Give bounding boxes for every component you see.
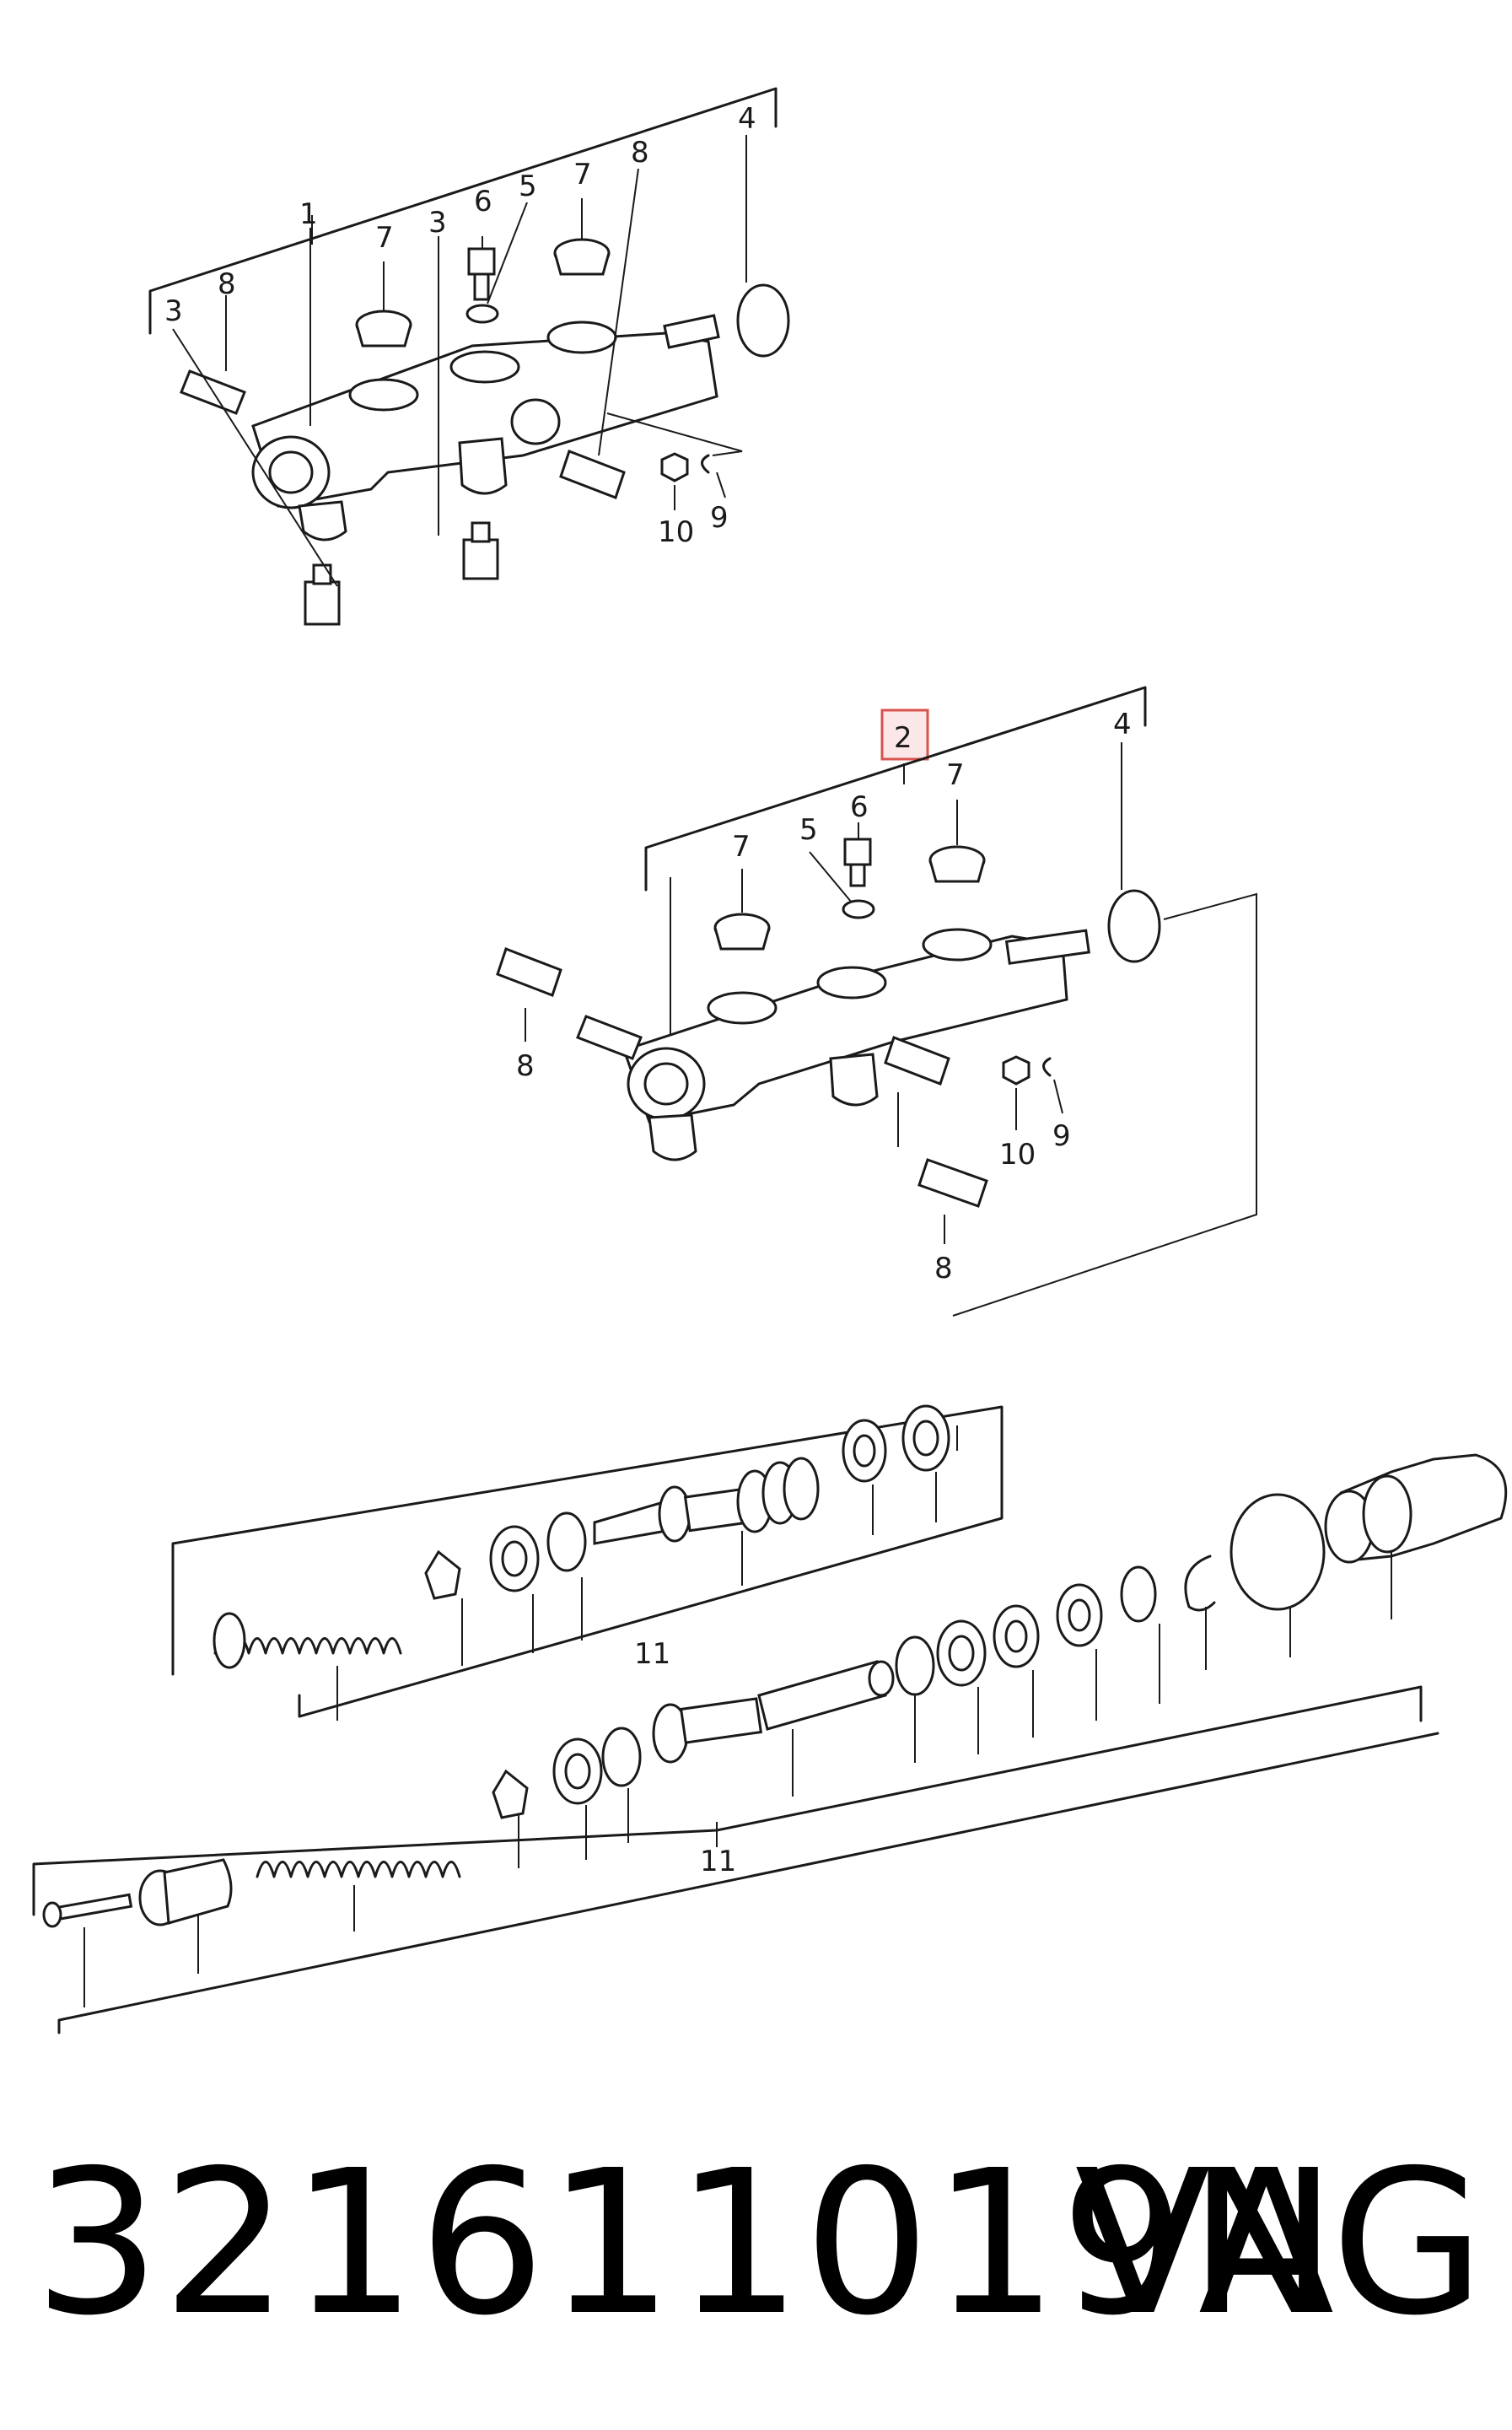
brand-label: VAG	[1074, 2127, 1485, 2359]
callout-7-mid-left: 7	[732, 830, 751, 864]
callout-8-mid-left: 8	[516, 1049, 535, 1083]
callout-6-mid: 6	[850, 790, 869, 824]
kit-bracket-upper	[171, 1405, 1004, 1718]
callout-8-right: 8	[631, 136, 649, 170]
seal-ring-a	[842, 1419, 887, 1483]
callout-9-mid: 9	[1052, 1119, 1071, 1153]
spring-lower	[256, 1861, 461, 1878]
callout-4-mid: 4	[1113, 708, 1132, 741]
spring-clip	[701, 454, 710, 474]
callout-1: 1	[299, 197, 318, 231]
brake-light-switch-right-2	[884, 1036, 950, 1086]
callout-6: 6	[474, 185, 492, 218]
primary-cup	[489, 1525, 540, 1592]
callout-9: 9	[710, 501, 729, 535]
middle-assembly: 2	[496, 686, 1257, 1317]
repair-kit-upper: 11	[171, 1404, 1004, 1721]
top-assembly-bracket	[148, 87, 778, 335]
master-cylinder-body-2	[622, 928, 1091, 1161]
stop-screw	[42, 1893, 133, 1928]
o-ring	[736, 283, 790, 358]
pipe-union-left	[304, 563, 341, 626]
piston-stop	[138, 1858, 233, 1926]
dust-boot	[1324, 1453, 1508, 1564]
banjo-bolt	[467, 247, 496, 301]
callout-5: 5	[519, 170, 537, 203]
brake-light-switch-upper	[496, 947, 643, 1060]
callout-11-upper: 11	[634, 1637, 670, 1671]
callout-7-left: 7	[375, 221, 394, 255]
lower-seals	[895, 1565, 1157, 1696]
callout-7-right: 7	[573, 158, 592, 191]
hex-nut-2	[1002, 1055, 1030, 1086]
banjo-bolt-2	[843, 838, 872, 887]
top-assembly: 1 3 8 7 6 5 3 7 8 4 10 9	[148, 87, 790, 626]
callout-4: 4	[738, 102, 756, 136]
sealing-washer	[465, 304, 499, 324]
part-number: 321611019N	[34, 2127, 1339, 2359]
cup-lower	[552, 1738, 603, 1805]
spring-seat-lower	[492, 1769, 529, 1819]
kit-bracket-lower-base	[57, 1732, 1439, 2034]
reservoir-cap-right-2	[928, 845, 986, 883]
brake-light-switch-right	[559, 450, 626, 499]
callout-3-middle: 3	[428, 206, 447, 240]
sealing-washer-2	[842, 899, 875, 919]
reservoir-cap-left-2	[713, 913, 771, 951]
circlip	[1184, 1554, 1216, 1612]
hex-nut	[660, 452, 689, 482]
footer: 321611019N VAG	[0, 2117, 1512, 2370]
pipe-union-middle	[462, 521, 499, 580]
spring-clip-2	[1042, 1057, 1052, 1077]
middle-assembly-bracket	[644, 686, 1147, 892]
spring-seat	[424, 1549, 461, 1600]
highlighted-callout-box	[880, 709, 929, 761]
washer	[546, 1511, 587, 1572]
large-o-ring	[1230, 1493, 1326, 1611]
callout-2: 2	[894, 721, 912, 755]
secondary-cups	[761, 1457, 820, 1525]
brake-light-switch-lower	[917, 1158, 988, 1208]
callout-8-mid-lower: 8	[934, 1252, 953, 1285]
master-cylinder-body	[251, 314, 720, 541]
primary-piston	[593, 1469, 773, 1545]
return-spring	[213, 1612, 402, 1669]
reservoir-cap-right	[553, 238, 611, 276]
callout-10: 10	[658, 515, 694, 549]
callout-10-mid: 10	[999, 1138, 1036, 1172]
callout-11-lower: 11	[700, 1845, 736, 1878]
o-ring-2	[1107, 889, 1161, 963]
secondary-piston	[652, 1660, 895, 1764]
seal-ring-b	[901, 1404, 950, 1472]
callout-7-mid-right: 7	[946, 758, 965, 792]
washer-lower	[601, 1727, 642, 1787]
repair-kit-lower: 11	[32, 1453, 1508, 2034]
reservoir-cap-left	[355, 310, 412, 348]
callout-3-left: 3	[164, 294, 183, 328]
callout-5-mid: 5	[799, 813, 818, 847]
callout-8-left: 8	[218, 267, 236, 301]
